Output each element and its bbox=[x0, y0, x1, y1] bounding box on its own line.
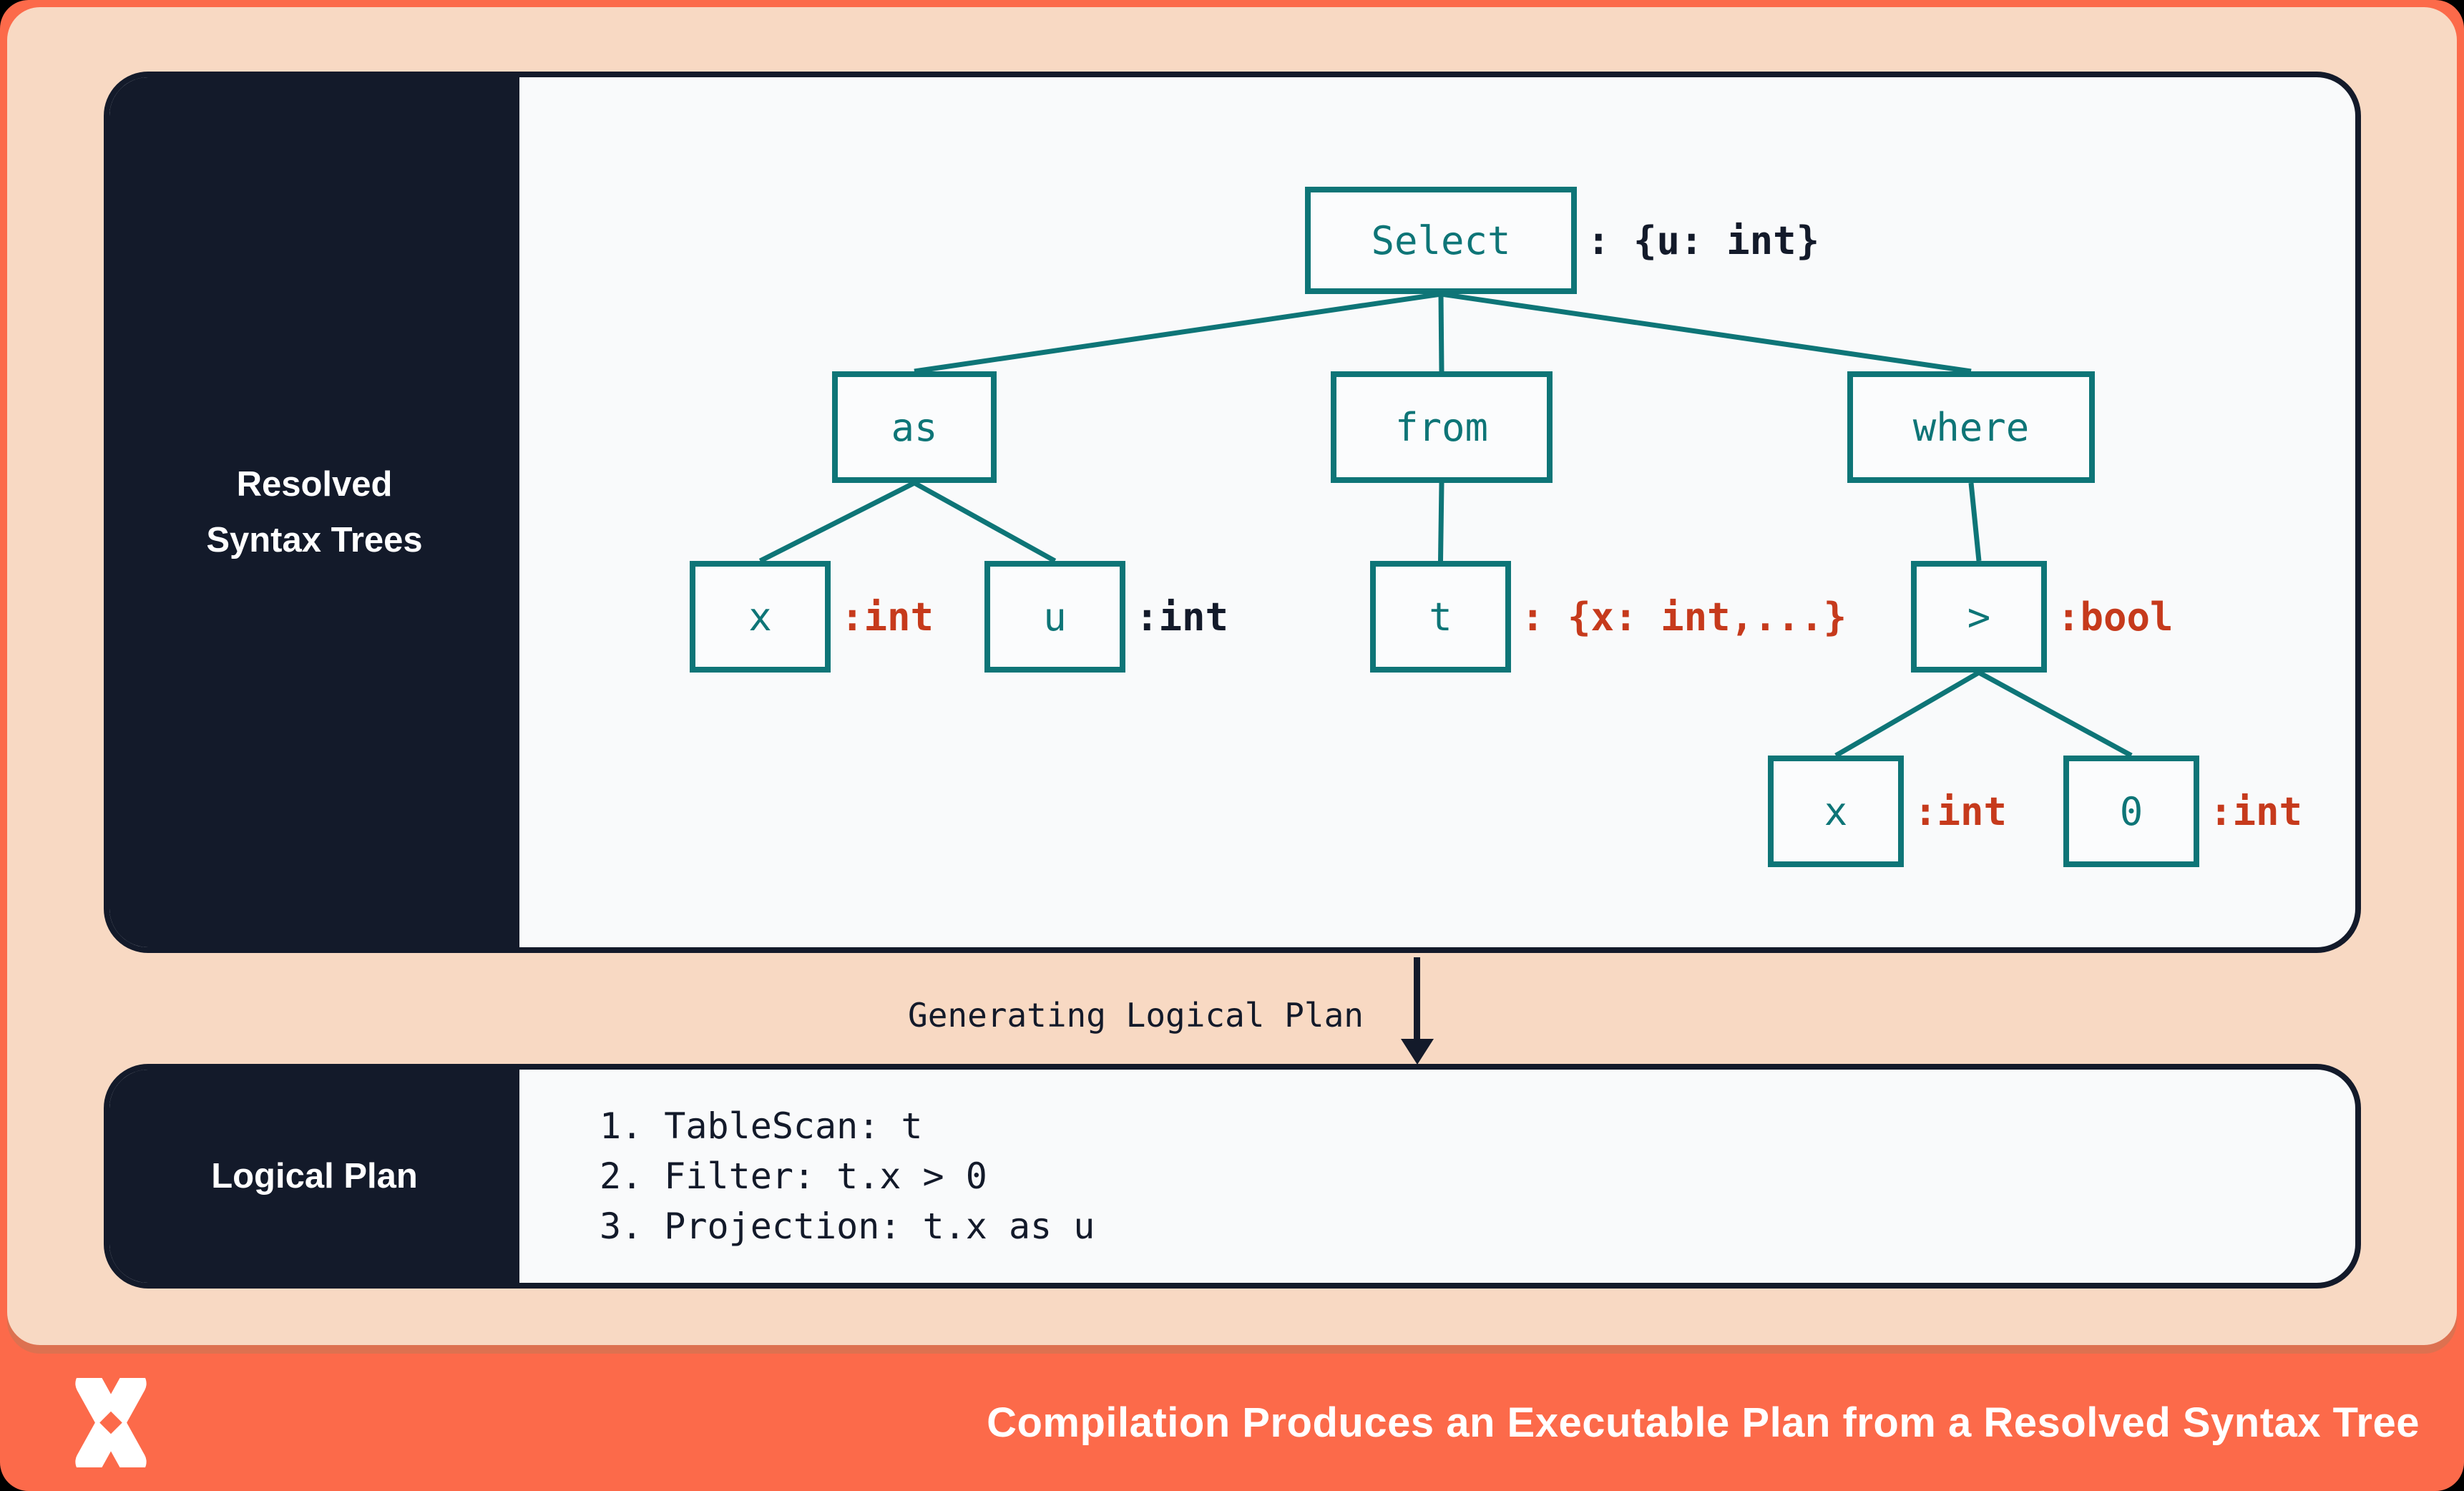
tree-node-label-t: t bbox=[1429, 594, 1452, 640]
tree-edge-select-from bbox=[1438, 293, 1444, 372]
resolved-panel-sidebar: Resolved Syntax Trees bbox=[109, 77, 519, 947]
tree-node-x2: x bbox=[1768, 756, 1904, 867]
tree-edge-as-x1 bbox=[758, 480, 916, 564]
tree-edge-select-as bbox=[914, 291, 1442, 374]
type-annotation-u: :int bbox=[1135, 594, 1229, 640]
type-annotation-x2: :int bbox=[1914, 788, 2008, 834]
logical-plan-panel: 1. TableScan: t 2. Filter: t.x > 0 3. Proj… bbox=[104, 1064, 2361, 1289]
plan-step-2: 2. Filter: t.x > 0 bbox=[600, 1155, 987, 1197]
tree-node-as: as bbox=[832, 371, 997, 483]
logical-plan-steps: 1. TableScan: t 2. Filter: t.x > 0 3. Proj… bbox=[600, 1070, 1095, 1283]
tree-node-label-select: Select bbox=[1371, 217, 1511, 263]
tree-node-label-where: where bbox=[1912, 404, 2030, 450]
tree-node-u: u bbox=[984, 561, 1125, 673]
tree-node-label-x1: x bbox=[748, 594, 772, 640]
tree-edge-gt-zero bbox=[1977, 670, 2133, 758]
footer-title: Compilation Produces an Executable Plan … bbox=[987, 1399, 2420, 1446]
logical-plan-label: Logical Plan bbox=[211, 1156, 418, 1196]
type-annotation-gt: :bool bbox=[2057, 594, 2174, 640]
tree-node-label-as: as bbox=[891, 404, 938, 450]
tree-edge-where-gt bbox=[1968, 482, 1982, 562]
tree-edge-from-t bbox=[1438, 482, 1444, 562]
tree-node-gt: > bbox=[1911, 561, 2047, 673]
type-annotation-x1: :int bbox=[841, 594, 934, 640]
footer-bar: Compilation Produces an Executable Plan … bbox=[0, 1354, 2464, 1491]
plan-step-1: 1. TableScan: t bbox=[600, 1105, 923, 1147]
down-arrow-line bbox=[1414, 957, 1420, 1043]
tree-node-label-x2: x bbox=[1824, 788, 1848, 834]
tree-node-label-from: from bbox=[1394, 404, 1489, 450]
tree-node-select: Select bbox=[1305, 187, 1577, 294]
tree-edge-as-u bbox=[913, 480, 1057, 564]
type-annotation-t: : {x: int,...} bbox=[1521, 594, 1847, 640]
x-mark-logo-icon bbox=[75, 1378, 147, 1467]
tree-node-label-gt: > bbox=[1967, 594, 1991, 640]
type-annotation-select: : {u: int} bbox=[1587, 217, 1820, 263]
tree-node-zero: 0 bbox=[2063, 756, 2199, 867]
transition-label: Generating Logical Plan bbox=[908, 996, 1364, 1035]
resolved-panel-label-line1: Resolved bbox=[236, 464, 393, 504]
tree-node-where: where bbox=[1847, 371, 2095, 483]
resolved-syntax-trees-panel: Select : {u: int} as from where x :int u :int t : … bbox=[104, 72, 2361, 953]
tree-layer: Select : {u: int} as from where x :int u :int t : … bbox=[109, 77, 2355, 947]
logical-plan-sidebar: Logical Plan bbox=[109, 1070, 519, 1283]
tree-edge-select-where bbox=[1440, 291, 1972, 374]
down-arrow-head-icon bbox=[1401, 1039, 1434, 1065]
tree-node-t: t bbox=[1370, 561, 1511, 673]
tree-edge-gt-x2 bbox=[1834, 670, 1980, 758]
tree-node-label-u: u bbox=[1043, 594, 1067, 640]
tree-node-x1: x bbox=[690, 561, 831, 673]
tree-node-from: from bbox=[1331, 371, 1553, 483]
resolved-panel-label-line2: Syntax Trees bbox=[206, 521, 423, 559]
tree-edges bbox=[758, 291, 2133, 758]
plan-step-3: 3. Projection: t.x as u bbox=[600, 1206, 1095, 1247]
type-annotation-zero: :int bbox=[2209, 788, 2303, 834]
tree-node-label-zero: 0 bbox=[2119, 788, 2143, 834]
